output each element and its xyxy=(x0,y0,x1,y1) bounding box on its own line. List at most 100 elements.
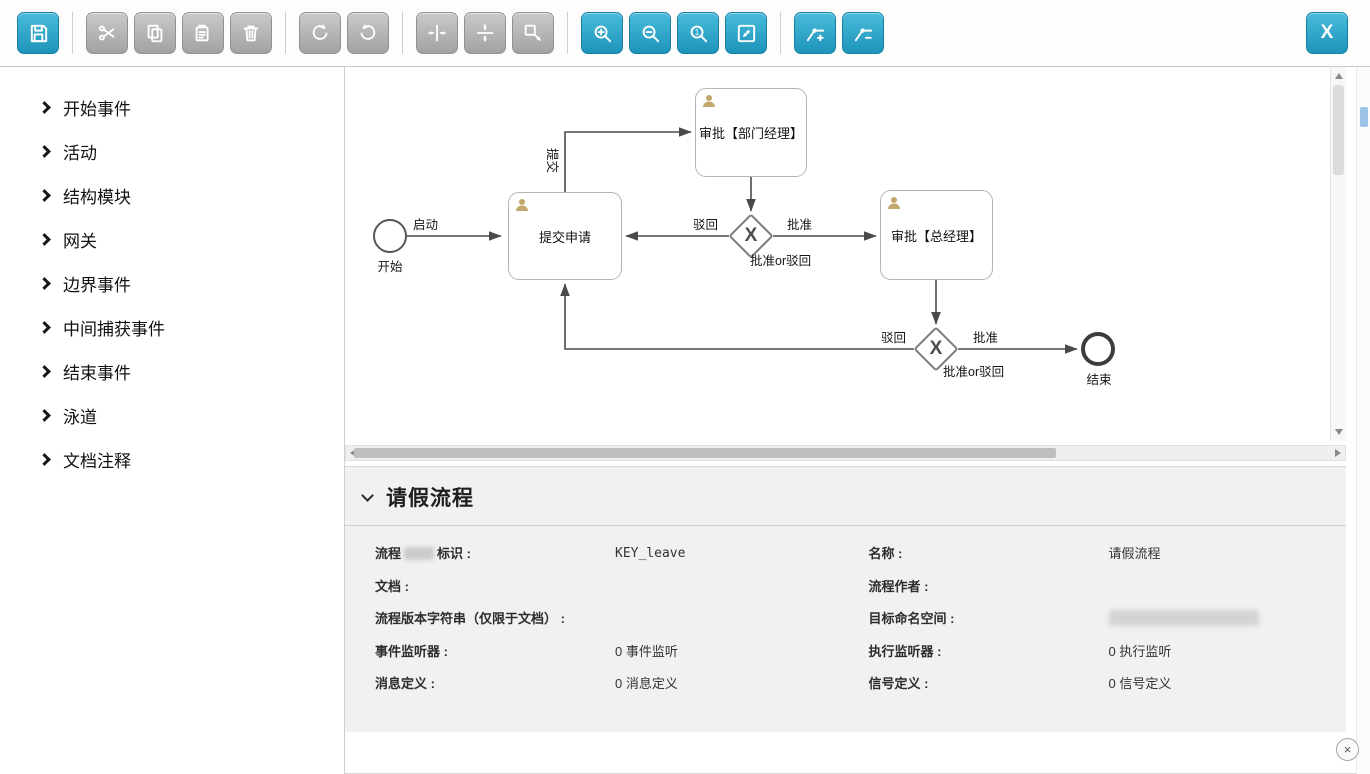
add-bendpoint-button[interactable] xyxy=(794,12,836,54)
scroll-up-button[interactable] xyxy=(1331,69,1347,83)
task-approve-dept-manager[interactable]: 审批【部门经理】 xyxy=(695,88,807,177)
task-submit-application[interactable]: 提交申请 xyxy=(508,192,622,280)
undo-button[interactable] xyxy=(347,12,389,54)
property-label: 执行监听器 : xyxy=(868,643,942,659)
palette-item-label: 中间捕获事件 xyxy=(63,319,165,339)
triangle-left-icon xyxy=(350,449,356,457)
canvas-horizontal-scrollbar[interactable] xyxy=(345,445,1346,461)
scroll-down-button[interactable] xyxy=(1331,425,1347,439)
zoom-in-icon xyxy=(594,25,611,42)
redo-button[interactable] xyxy=(299,12,341,54)
canvas-vertical-scrollbar[interactable] xyxy=(1330,67,1346,441)
flow-label-launch: 启动 xyxy=(413,218,439,232)
palette-item-gateways[interactable]: 网关 xyxy=(0,217,344,261)
property-label-text: 标识 : xyxy=(437,546,471,561)
fit-canvas-icon xyxy=(737,24,755,42)
chevron-right-icon xyxy=(38,144,51,158)
palette-item-activities[interactable]: 活动 xyxy=(0,129,344,173)
xml-button[interactable]: X xyxy=(1306,12,1348,54)
chevron-right-icon xyxy=(38,364,51,378)
horizontal-scroll-thumb[interactable] xyxy=(354,448,1056,458)
task-label: 审批【部门经理】 xyxy=(698,126,803,141)
palette-item-structural[interactable]: 结构模块 xyxy=(0,173,344,217)
palette-item-annotation[interactable]: 文档注释 xyxy=(0,437,344,481)
palette-item-label: 活动 xyxy=(63,143,97,163)
property-row-execution-listeners: 执行监听器 : 0 执行监听 xyxy=(869,642,1323,662)
toolbar: 1 X xyxy=(0,0,1370,67)
start-event-node[interactable] xyxy=(373,219,407,253)
paste-button[interactable] xyxy=(182,12,224,54)
align-vertical-button[interactable] xyxy=(464,12,506,54)
properties-body: 流程标识 : KEY_leave 文档 : 流程版本字符串（仅限于文档） : 事… xyxy=(345,526,1346,707)
chevron-down-icon xyxy=(361,488,374,502)
task-label: 审批【总经理】 xyxy=(890,228,982,244)
property-row-event-listeners: 事件监听器 : 0 事件监听 xyxy=(375,642,829,662)
same-size-button[interactable] xyxy=(512,12,554,54)
align-horizontal-button[interactable] xyxy=(416,12,458,54)
zoom-out-button[interactable] xyxy=(629,12,671,54)
palette-item-end-events[interactable]: 结束事件 xyxy=(0,349,344,393)
property-value[interactable]: 0 事件监听 xyxy=(615,643,678,659)
property-label: 名称 : xyxy=(868,546,903,561)
palette-item-swimlanes[interactable]: 泳道 xyxy=(0,393,344,437)
cut-button[interactable] xyxy=(86,12,128,54)
property-value[interactable]: 0 信号定义 xyxy=(1108,676,1172,691)
property-row-version-string: 流程版本字符串（仅限于文档） : xyxy=(375,609,829,629)
copy-icon xyxy=(147,24,163,43)
paste-icon xyxy=(195,24,209,42)
chevron-right-icon xyxy=(38,276,51,290)
user-icon xyxy=(516,199,528,211)
palette-item-label: 网关 xyxy=(63,231,97,251)
triangle-down-icon xyxy=(1335,429,1343,435)
delete-button[interactable] xyxy=(230,12,272,54)
close-panel-button[interactable]: × xyxy=(1336,738,1359,761)
property-label: 流程版本字符串（仅限于文档） : xyxy=(375,611,565,626)
property-value[interactable]: 0 消息定义 xyxy=(615,676,678,691)
save-button[interactable] xyxy=(17,12,59,54)
redacted-text xyxy=(404,547,435,560)
property-value[interactable]: 0 执行监听 xyxy=(1108,643,1172,659)
properties-panel-header[interactable]: 请假流程 xyxy=(345,467,1346,523)
sequence-flow[interactable] xyxy=(560,283,914,350)
scroll-right-button[interactable] xyxy=(1331,446,1345,460)
zoom-in-button[interactable] xyxy=(581,12,623,54)
toolbar-separator xyxy=(72,12,73,54)
end-event-node[interactable] xyxy=(1081,332,1115,366)
scroll-left-button[interactable] xyxy=(346,446,360,460)
palette-item-boundary-events[interactable]: 边界事件 xyxy=(0,261,344,305)
property-row-name: 名称 : 请假流程 xyxy=(869,544,1323,564)
window-scrollbar[interactable] xyxy=(1356,67,1370,774)
palette-item-start-events[interactable]: 开始事件 xyxy=(0,85,344,129)
property-value[interactable]: 请假流程 xyxy=(1108,546,1161,561)
sequence-flow[interactable] xyxy=(564,127,692,192)
palette-item-label: 结构模块 xyxy=(63,187,131,207)
remove-bendpoint-button[interactable] xyxy=(842,12,884,54)
flow-label-reject: 驳回 xyxy=(693,218,719,232)
remove-bendpoint-icon xyxy=(854,28,872,41)
flow-label-approve: 批准 xyxy=(973,331,999,345)
xml-button-label: X xyxy=(1320,22,1334,43)
palette-item-label: 文档注释 xyxy=(63,451,131,471)
copy-button[interactable] xyxy=(134,12,176,54)
diagram-canvas[interactable]: 开始 启动 提交申请 提交 审批【部门经理】 X 批准or驳回 驳回 批准 xyxy=(345,67,1346,441)
property-value[interactable] xyxy=(1108,609,1259,629)
zoom-fit-button[interactable] xyxy=(725,12,767,54)
property-row-author: 流程作者 : xyxy=(869,577,1323,597)
properties-left-column: 流程标识 : KEY_leave 文档 : 流程版本字符串（仅限于文档） : 事… xyxy=(375,544,829,707)
zoom-actual-button[interactable]: 1 xyxy=(677,12,719,54)
window-scroll-thumb[interactable] xyxy=(1360,107,1368,127)
chevron-right-icon xyxy=(38,408,51,422)
task-label: 提交申请 xyxy=(538,229,591,245)
task-approve-general-manager[interactable]: 审批【总经理】 xyxy=(880,190,993,280)
chevron-right-icon xyxy=(38,452,51,466)
panel-divider xyxy=(345,525,1346,526)
vertical-scroll-thumb[interactable] xyxy=(1333,85,1344,175)
gateway-label: 批准or驳回 xyxy=(943,365,1005,379)
property-label: 文档 : xyxy=(375,578,409,594)
property-value[interactable]: KEY_leave xyxy=(615,546,686,561)
chevron-right-icon xyxy=(38,320,51,334)
palette-item-intermediate-events[interactable]: 中间捕获事件 xyxy=(0,305,344,349)
chevron-right-icon xyxy=(38,100,51,114)
align-horizontal-icon xyxy=(428,24,446,42)
